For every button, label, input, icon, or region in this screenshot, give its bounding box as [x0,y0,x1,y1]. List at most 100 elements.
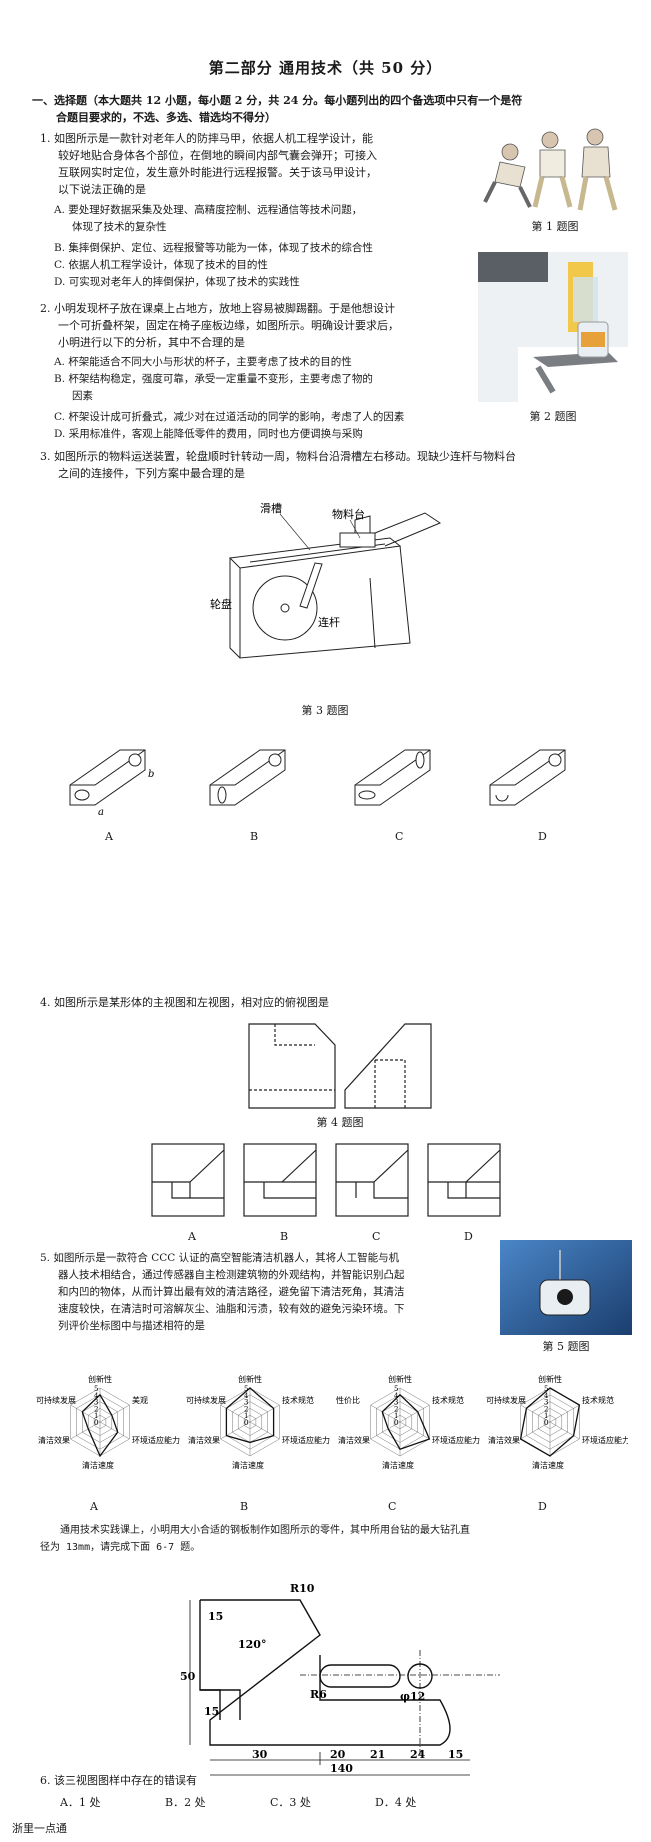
q5-choice-c: C [388,1500,397,1513]
q3-mark-a: a [98,807,104,818]
intro-line2: 径为 13mm，请完成下面 6-7 题。 [40,1542,201,1553]
question-2: 2. 小明发现杯子放在课桌上占地方，放地上容易被脚踢翻。于是他想设计 一个可折叠… [40,300,480,351]
radar-axis [70,1404,101,1423]
radar-tick-label: 2 [544,1405,548,1413]
q3-choices: a b A B C D [60,735,580,845]
radar-axis-label: 环境适应能力 [432,1435,480,1445]
q5-radar-charts: 543210创新性美观环境适应能力清洁速度清洁效果可持续发展543210创新性技… [36,1374,628,1470]
intro-6-7: 通用技术实践课上，小明用大小合适的钢板制作如图所示的零件，其中所用台钻的最大钻孔… [40,1522,630,1556]
q4-choice-d-figure [427,1143,501,1217]
radar-axis-label: 创新性 [388,1374,412,1384]
dim-30: 30 [252,1748,268,1761]
q1-option-b: B. 集摔倒保护、定位、远程报警等功能为一体，体现了技术的综合性 [54,242,373,254]
radar-tick-label: 5 [394,1385,398,1393]
q4-choice-c: C [372,1230,381,1243]
radar-axis [520,1421,551,1440]
q1-option-a: A. 要处理好数据采集及处理、高精度控制、远程通信等技术问题， [54,204,363,216]
dim-24: 24 [410,1748,426,1761]
page-title: 第二部分 通用技术（共 50 分） [208,59,443,77]
q5-line: 器人技术相结合，通过传感器自主检测建筑物的外观结构，并智能识别凸起 [58,1269,405,1281]
q5-choice-a: A [90,1500,98,1513]
q5-line: 和内凹的物体，从而计算出最有效的清洁路径，避免留下清洁死角，其清洁 [58,1286,405,1298]
q4-caption: 第 4 题图 [316,1116,364,1129]
question-6: 6. 该三视图图样中存在的错误有 [40,1774,197,1787]
q4-choice-a-figure [151,1143,225,1217]
question-4: 4. 如图所示是某形体的主视图和左视图，相对应的俯视图是 [40,996,329,1009]
question-5: 5. 如图所示是一款符合 CCC 认证的高空智能清洁机器人，其将人工智能与机 器… [40,1250,488,1335]
radar-axis-label: 清洁效果 [488,1435,520,1445]
radar-axis-label: 可持续发展 [186,1395,226,1405]
radar-tick-label: 4 [94,1392,99,1400]
q1-option-a-cont: 体现了技术的复杂性 [72,221,167,233]
q5-choice-d: D [538,1500,547,1513]
section-header-line1: 一、选择题（本大题共 12 小题，每小题 2 分，共 24 分。每小题列出的四个… [32,94,523,107]
q2-option-a: A. 杯架能适合不同大小与形状的杯子，主要考虑了技术的目的性 [54,356,352,368]
q2-options: A. 杯架能适合不同大小与形状的杯子，主要考虑了技术的目的性 B. 杯架结构稳定… [54,354,524,443]
dim-phi12: φ12 [400,1690,425,1703]
radar-axis [220,1421,251,1440]
q3-choice-d: D [538,830,547,843]
radar-tick-label: 1 [394,1412,398,1420]
radar-tick-label: 3 [244,1399,248,1407]
radar-tick-label: 1 [94,1412,98,1420]
q2-line: 2. 小明发现杯子放在课桌上占地方，放地上容易被脚踢翻。于是他想设计 [40,302,395,315]
q1-option-d: D. 可实现对老年人的摔倒保护，体现了技术的实践性 [54,276,300,288]
radar-axis-label: 清洁速度 [532,1460,564,1470]
radar-data-polygon [81,1393,119,1458]
radar-data-polygon [225,1387,275,1444]
q2-option-c: C. 杯架设计成可折叠式，减少对在过道活动的同学的影响，考虑了人的因素 [54,411,405,423]
dim-140: 140 [330,1762,353,1775]
q3-label-wheel: 轮盘 [210,597,232,611]
intro-line1: 通用技术实践课上，小明用大小合适的钢板制作如图所示的零件，其中所用台钻的最大钻孔… [60,1525,470,1536]
q3-choice-a-figure: a b [69,749,154,818]
q3-choice-b: B [250,830,259,843]
q1-line: 较好地贴合身体各个部位，在倒地的瞬间内部气囊会弹开；可接入 [58,149,377,162]
radar-axis-label: 技术规范 [432,1395,464,1405]
q2-option-d: D. 采用标准件，客观上能降低零件的费用，同时也方便调换与采购 [54,428,363,440]
radar-tick-label: 2 [244,1405,248,1413]
radar-tick-label: 3 [544,1399,548,1407]
dim-15-right: 15 [448,1748,463,1761]
footer-watermark: 浙里一点通 [12,1822,67,1835]
radar-axis [399,1421,430,1440]
radar-axis-label: 清洁效果 [188,1435,220,1445]
radar-data-polygon [519,1387,581,1457]
radar-tick-label: 0 [394,1419,398,1427]
q1-options: A. 要处理好数据采集及处理、高精度控制、远程通信等技术问题， 体现了技术的复杂… [54,202,474,291]
radar-axis-label: 创新性 [238,1374,262,1384]
q4-views-figure [248,1023,432,1109]
q3-mark-b: b [148,769,154,780]
question-1: 1. 如图所示是一款针对老年人的防摔马甲，依据人机工程学设计，能 较好地贴合身体… [40,130,480,198]
q4-choice-c-figure [335,1143,409,1217]
q5-line: 列评价坐标图中与描述相符的是 [58,1320,205,1332]
radar-axis [549,1404,580,1423]
q3-line: 之间的连接件，下列方案中最合理的是 [58,467,245,480]
radar-axis [70,1421,101,1440]
radar-axis [399,1404,430,1423]
q2-option-b-cont: 因素 [72,390,93,402]
dim-15-top: 15 [208,1610,223,1623]
dim-15-mid: 15 [204,1705,219,1718]
radar-tick-label: 5 [544,1385,548,1393]
dim-20: 20 [330,1748,346,1761]
radar-tick-label: 5 [244,1385,248,1393]
radar-tick-label: 0 [94,1419,98,1427]
q4-choices: A B C D [150,1142,520,1247]
radar-axis [249,1404,280,1423]
q2-caption: 第 2 题图 [529,410,577,423]
q5-line: 速度较快，在清洁时可溶解灰尘、油脂和污渍，较有效的避免污染环境。下 [58,1303,405,1315]
radar-axis-label: 美观 [132,1395,148,1405]
radar-axis [520,1404,551,1423]
question-3: 3. 如图所示的物料运送装置，轮盘顺时针转动一周，物料台沿滑槽左右移动。现缺少连… [40,448,620,482]
dim-angle: 120° [238,1638,266,1651]
q6-option-c: C．3 处 [270,1796,311,1809]
q3-line: 3. 如图所示的物料运送装置，轮盘顺时针转动一周，物料台沿滑槽左右移动。现缺少连… [40,450,516,463]
radar-tick-label: 4 [394,1392,399,1400]
q3-label-slot: 滑槽 [260,502,282,515]
radar-tick-label: 1 [544,1412,548,1420]
q3-label-table: 物料台 [332,507,365,521]
radar-tick-label: 0 [244,1419,248,1427]
q6-option-a: A．1 处 [60,1796,101,1809]
